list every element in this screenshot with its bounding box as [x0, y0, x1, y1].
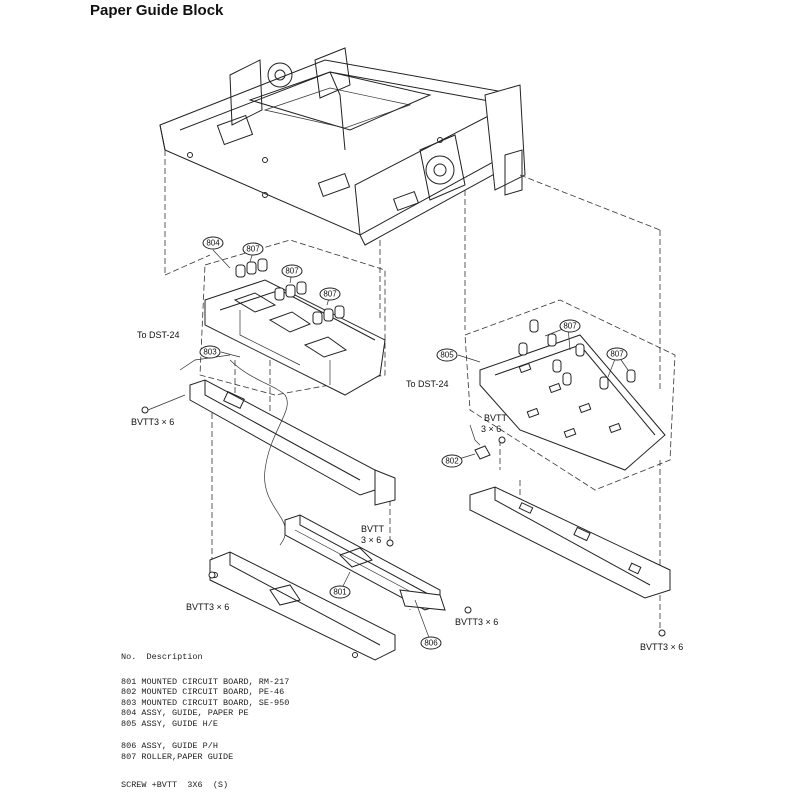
bvtt-right-label-1: BVTT — [484, 413, 508, 423]
bvtt-right-label-2: 3 × 6 — [481, 424, 501, 434]
legend-row-805: 805 ASSY, GUIDE H/E — [121, 718, 218, 729]
page-title: Paper Guide Block — [90, 2, 224, 19]
legend-header: No. Description — [121, 652, 289, 663]
rollers-807-left — [235, 258, 345, 325]
callout-803: 803 — [199, 345, 221, 359]
guide-h-e — [479, 334, 666, 471]
callout-807-e-text: 807 — [610, 350, 624, 359]
callout-807-d-text: 807 — [563, 322, 577, 331]
rollers-807-right — [518, 319, 636, 390]
legend-row-804: 804 ASSY, GUIDE, PAPER PE — [121, 708, 249, 718]
bvtt-bottom-mid-label: BVTT3 × 6 — [455, 617, 498, 627]
callout-807-b: 807 — [281, 264, 303, 278]
callout-801: 801 — [329, 585, 351, 599]
callout-806: 806 — [420, 636, 442, 650]
chassis-frame — [159, 47, 526, 246]
callout-806-text: 806 — [424, 639, 438, 648]
assembly-lines — [164, 150, 661, 630]
callout-804-text: 804 — [206, 239, 220, 248]
guide-paper-pe — [204, 279, 386, 396]
callout-807-c-text: 807 — [323, 290, 337, 299]
legend-row-803: 803 MOUNTED CIRCUIT BOARD, SE-950 — [121, 697, 290, 708]
legend-header-desc: Description — [146, 652, 203, 662]
screws — [141, 406, 666, 637]
assembly-box-805 — [464, 299, 676, 491]
bvtt-bottom-right-label: BVTT3 × 6 — [640, 642, 683, 652]
bracket-802 — [469, 424, 671, 599]
callout-807-a: 807 — [242, 242, 264, 256]
callout-807-b-text: 807 — [285, 267, 299, 276]
callout-807-c: 807 — [319, 287, 341, 301]
bvtt-left-label: BVTT3 × 6 — [131, 417, 174, 427]
callout-807-d: 807 — [559, 319, 581, 333]
parts-legend: No. Description 801 MOUNTED CIRCUIT BOAR… — [121, 652, 289, 791]
callout-802-text: 802 — [445, 457, 459, 466]
bvtt-center-label-1: BVTT — [361, 524, 385, 534]
callout-805-text: 805 — [440, 351, 454, 360]
bracket-803 — [179, 354, 396, 546]
callout-807-a-text: 807 — [246, 245, 260, 254]
legend-row-806: 806 ASSY, GUIDE P/H — [121, 741, 218, 751]
callout-801-text: 801 — [333, 588, 347, 597]
callout-805: 805 — [436, 348, 458, 362]
bvtt-bottom-left-label: BVTT3 × 6 — [186, 602, 229, 612]
callout-803-text: 803 — [203, 348, 217, 357]
callout-807-e: 807 — [606, 347, 628, 361]
screw-note: SCREW +BVTT 3X6 (S) — [121, 780, 229, 790]
legend-row-801: 801 MOUNTED CIRCUIT BOARD, RM-217 — [121, 676, 290, 687]
to-dst-24-left-label: To DST-24 — [137, 330, 180, 340]
legend-header-no: No. — [121, 652, 137, 662]
legend-row-802: 802 MOUNTED CIRCUIT BOARD, PE-46 — [121, 687, 285, 697]
bvtt-center-label-2: 3 × 6 — [361, 535, 381, 545]
to-dst-24-right-label: To DST-24 — [406, 379, 449, 389]
assembly-box-804 — [199, 239, 386, 396]
callout-804: 804 — [202, 236, 224, 250]
callout-802: 802 — [441, 454, 463, 468]
legend-row-807: 807 ROLLER,PAPER GUIDE — [121, 751, 234, 762]
guide-p-h — [284, 514, 446, 611]
